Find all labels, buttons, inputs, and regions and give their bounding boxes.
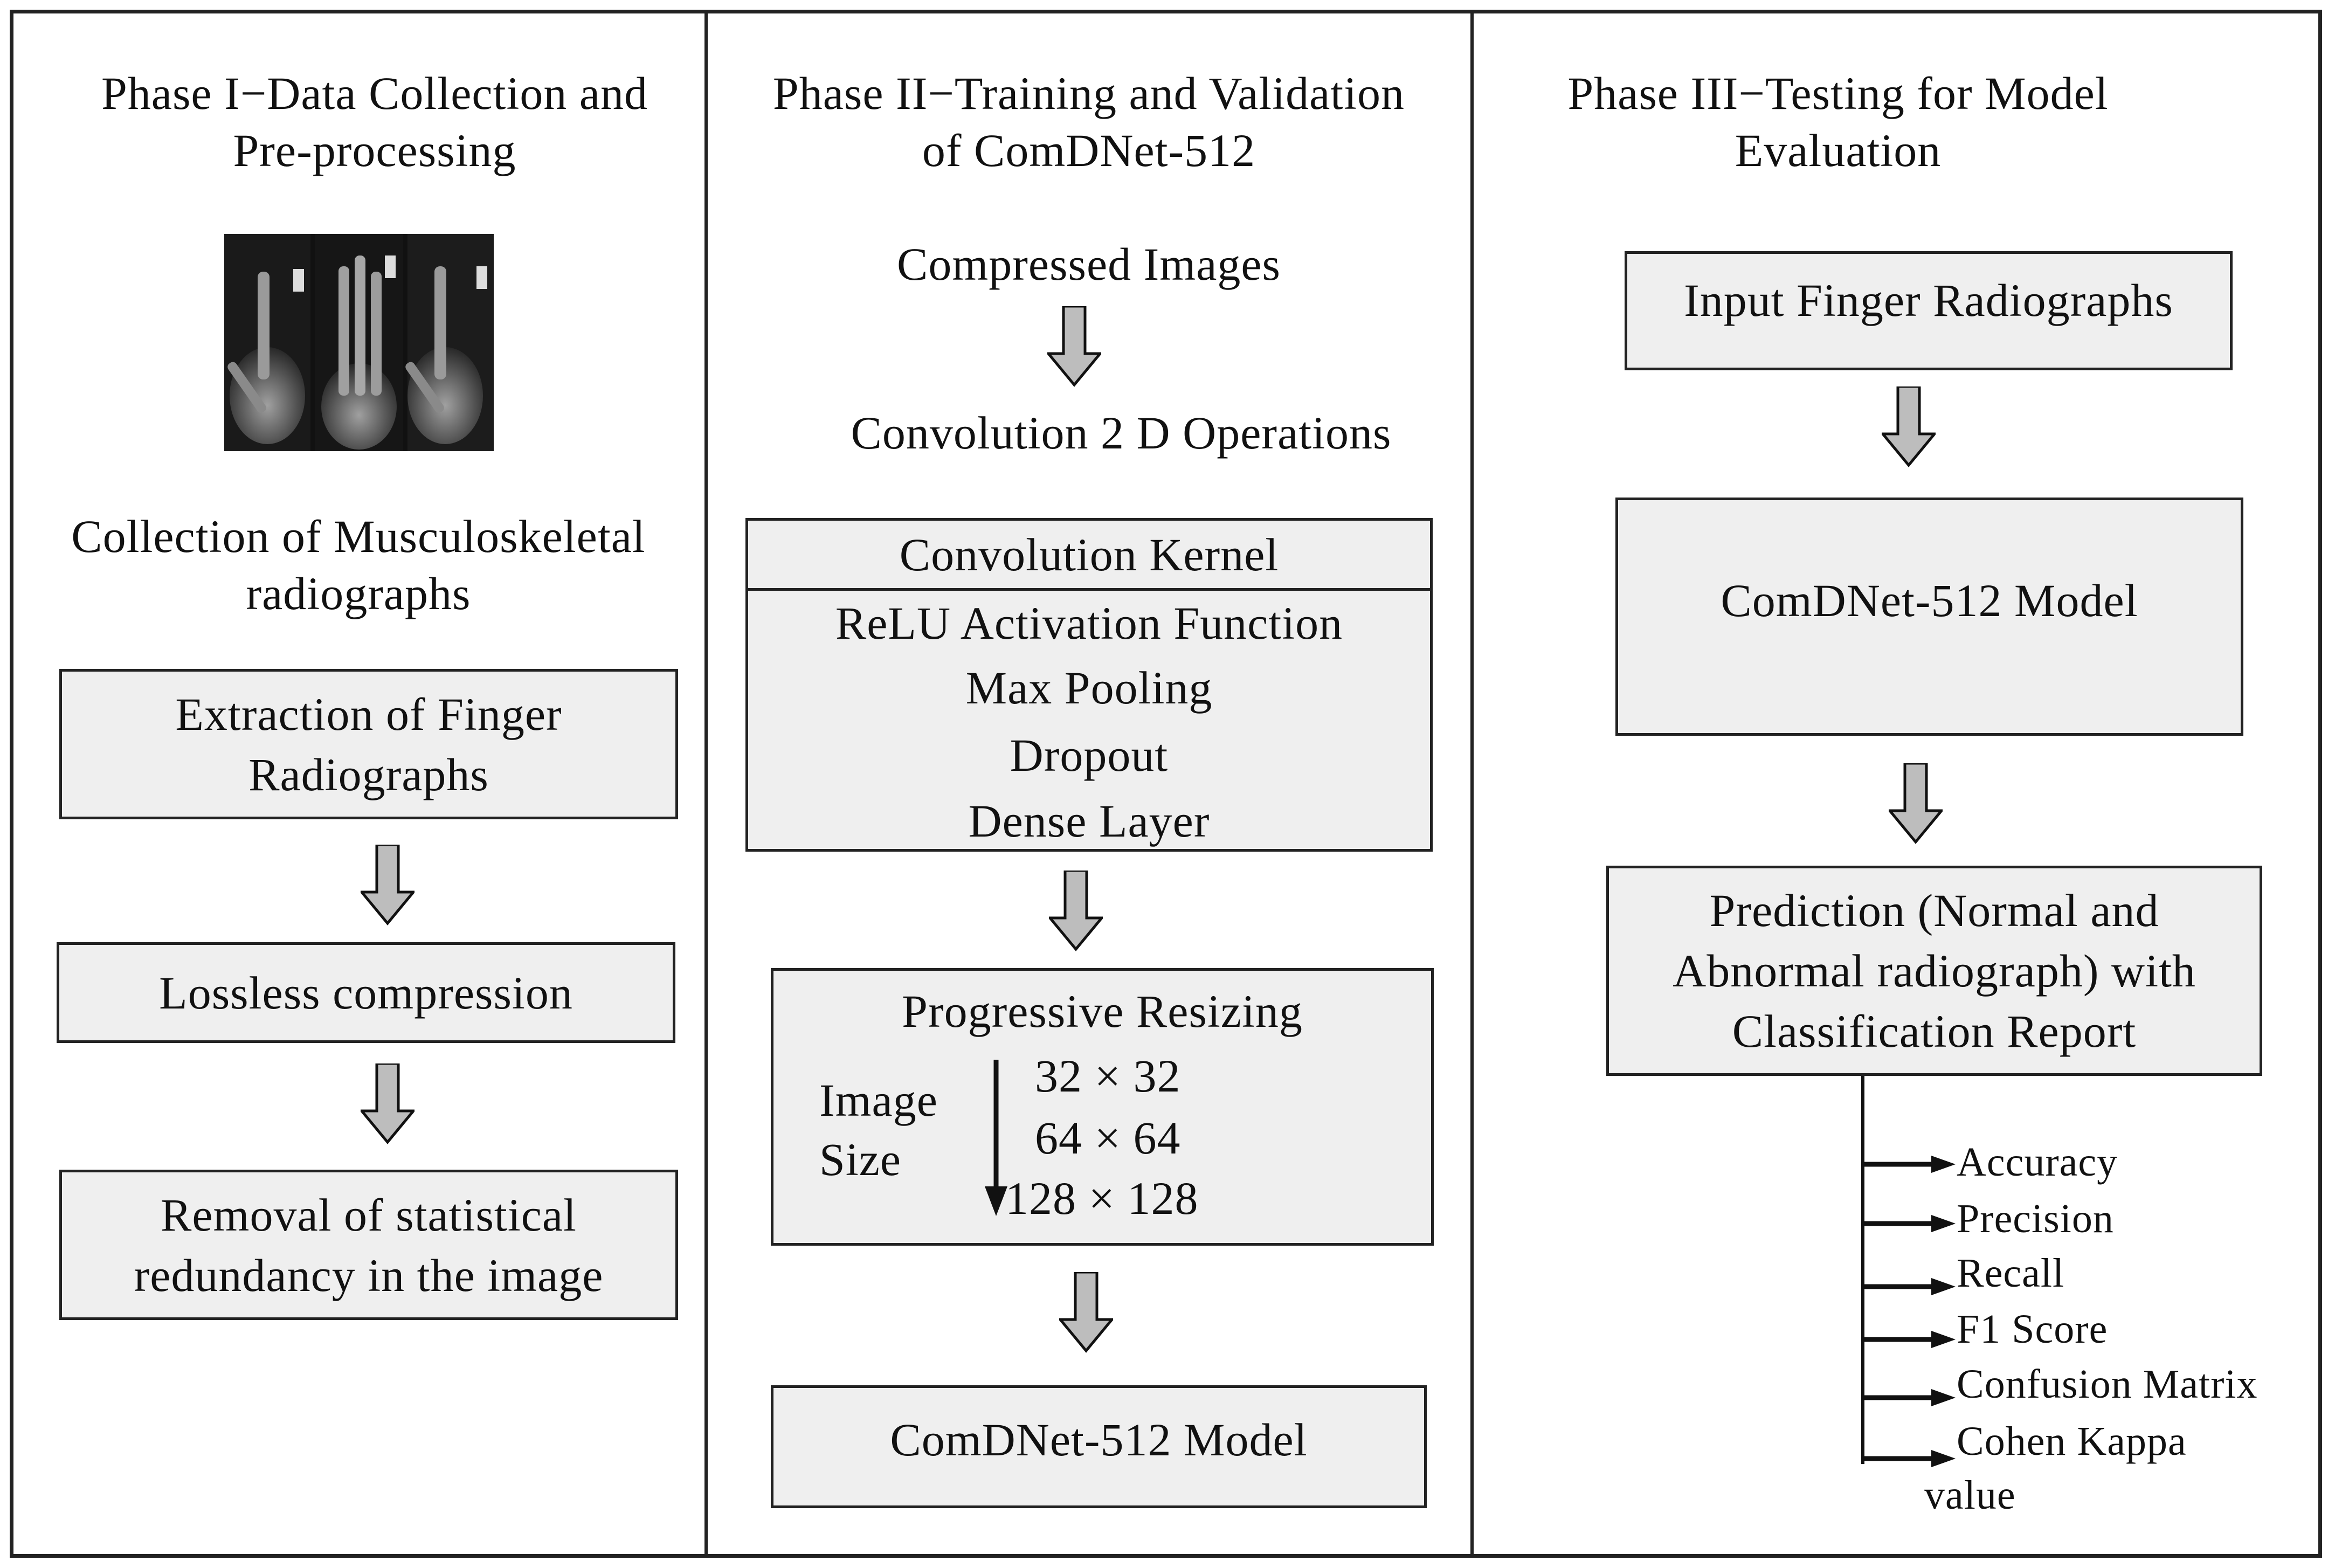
phase1-caption: Collection of Musculoskeletal radiograph…	[22, 508, 695, 622]
metric-f1-score: F1 Score	[1957, 1307, 2108, 1352]
size-128: 128 × 128	[1005, 1172, 1199, 1224]
prediction-line1: Prediction (Normal and	[1709, 885, 2159, 936]
progressive-resizing-title: Progressive Resizing	[902, 985, 1303, 1037]
phase2-heading-line2: of ComDNet-512	[922, 125, 1256, 176]
metric-cohen-kappa: Cohen Kappa	[1957, 1419, 2187, 1464]
diagram-frame	[10, 10, 2322, 1558]
phase2-model-box: ComDNet-512 Model	[771, 1385, 1427, 1508]
prediction-line2: Abnormal radiograph) with	[1673, 945, 2196, 997]
finger-radiographs-image	[224, 234, 494, 451]
layer-relu: ReLU Activation Function	[835, 597, 1343, 649]
phase3-heading-line2: Evaluation	[1735, 125, 1942, 176]
layer-max-pooling: Max Pooling	[965, 662, 1213, 714]
phase1-heading-line2: Pre-processing	[233, 125, 516, 176]
extraction-box: Extraction of Finger Radiographs	[59, 669, 678, 819]
metric-confusion-matrix: Confusion Matrix	[1957, 1362, 2258, 1407]
phase-divider-2	[1470, 10, 1474, 1558]
metric-recall: Recall	[1957, 1251, 2065, 1296]
prediction-box: Prediction (Normal and Abnormal radiogra…	[1606, 866, 2262, 1076]
redundancy-removal-line2: redundancy in the image	[134, 1249, 604, 1301]
down-arrow-icon	[1889, 763, 1943, 844]
extraction-box-line2: Radiographs	[248, 748, 489, 800]
phase1-heading: Phase I−Data Collection and Pre-processi…	[22, 65, 728, 179]
metrics-tree-trunk	[1861, 1076, 1864, 1464]
phase1-caption-line2: radiographs	[246, 568, 471, 619]
phase3-model-label: ComDNet-512 Model	[1721, 575, 2138, 626]
metric-cohen-kappa-value: value	[1924, 1473, 2016, 1518]
size-64: 64 × 64	[1035, 1112, 1181, 1164]
metrics-branch-arrows	[1861, 1156, 1956, 1467]
phase3-heading-line1: Phase III−Testing for Model	[1567, 67, 2109, 119]
redundancy-removal-box: Removal of statistical redundancy in the…	[59, 1170, 678, 1320]
input-radiographs-box: Input Finger Radiographs	[1625, 251, 2233, 370]
convolution-ops-label: Convolution 2 D Operations	[851, 407, 1392, 459]
down-arrow-icon	[361, 1063, 415, 1144]
lossless-compression-box: Lossless compression	[57, 942, 675, 1043]
image-size-label-line1: Image	[819, 1074, 938, 1126]
image-size-label-line2: Size	[819, 1134, 902, 1185]
down-arrow-icon	[1047, 306, 1101, 387]
layer-separator	[748, 588, 1430, 591]
progressive-resizing-box: Progressive Resizing Image Size 32 × 32 …	[771, 968, 1434, 1246]
compressed-images-label: Compressed Images	[896, 238, 1281, 290]
extraction-box-line1: Extraction of Finger	[175, 688, 562, 740]
redundancy-removal-line1: Removal of statistical	[161, 1189, 577, 1241]
metric-accuracy: Accuracy	[1957, 1139, 2118, 1185]
down-arrow-icon	[1059, 1272, 1113, 1353]
prediction-line3: Classification Report	[1732, 1005, 2137, 1057]
phase3-heading: Phase III−Testing for Model Evaluation	[1477, 65, 2318, 179]
phase2-model-label: ComDNet-512 Model	[890, 1414, 1308, 1466]
down-arrow-icon	[361, 845, 415, 925]
phase-divider-1	[704, 10, 708, 1558]
lossless-compression-label: Lossless compression	[159, 966, 573, 1019]
input-radiographs-label: Input Finger Radiographs	[1684, 274, 2173, 326]
layer-convolution-kernel: Convolution Kernel	[899, 529, 1279, 581]
phase2-heading: Phase II−Training and Validation of ComD…	[711, 65, 1466, 179]
phase3-model-box: ComDNet-512 Model	[1615, 498, 2243, 736]
down-arrow-icon	[1049, 871, 1103, 951]
phase2-heading-line1: Phase II−Training and Validation	[772, 67, 1405, 119]
metric-precision: Precision	[1957, 1196, 2114, 1241]
phase1-heading-line1: Phase I−Data Collection and	[101, 67, 648, 119]
phase1-caption-line1: Collection of Musculoskeletal	[71, 510, 646, 562]
layer-dense: Dense Layer	[968, 795, 1210, 847]
size-32: 32 × 32	[1035, 1050, 1181, 1102]
size-progression-arrow-icon	[985, 1060, 1007, 1216]
cnn-layers-box: Convolution Kernel ReLU Activation Funct…	[745, 518, 1433, 852]
down-arrow-icon	[1882, 386, 1936, 467]
layer-dropout: Dropout	[1010, 729, 1169, 781]
